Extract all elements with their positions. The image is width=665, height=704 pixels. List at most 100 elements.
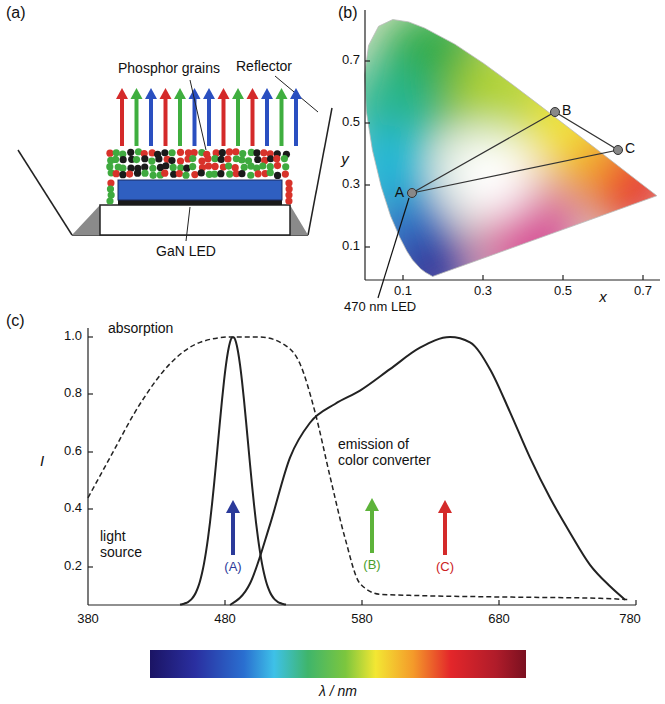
arrow-shaft: [443, 512, 447, 555]
phosphor-grain: [113, 149, 120, 156]
color-region: [454, 47, 544, 137]
arrow-head: [232, 88, 244, 99]
arrow-head: [261, 88, 273, 99]
curve-label: light source: [100, 528, 150, 560]
phosphor-grain: [254, 170, 261, 177]
phosphor-grain: [189, 155, 196, 162]
curve-label: absorption: [108, 320, 173, 336]
phosphor-grain: [218, 156, 225, 163]
phosphor-layer: [106, 148, 293, 204]
phosphor-grain: [254, 156, 261, 163]
axis-tick: 0.6: [64, 444, 82, 459]
phosphor-grain: [106, 150, 113, 157]
axis-title: I: [40, 452, 44, 469]
phosphor-grain: [106, 163, 113, 170]
axis-tick: 0.3: [474, 284, 492, 299]
phosphor-grain: [217, 170, 224, 177]
callout-label: 470 nm LED: [344, 300, 416, 315]
phosphor-grain: [141, 163, 148, 170]
phosphor-grain: [273, 155, 280, 162]
axis-tick: 0.7: [634, 284, 652, 299]
panel-label: (b): [338, 4, 358, 22]
phosphor-grain: [238, 156, 245, 163]
color-region: [446, 131, 536, 221]
part-label: GaN LED: [156, 243, 216, 259]
arrow-head: [438, 500, 452, 513]
arrow-head: [160, 88, 172, 99]
reflector-corner: [290, 205, 308, 235]
phosphor-grain: [112, 156, 119, 163]
phosphor-grain: [127, 149, 134, 156]
phosphor-grain: [259, 162, 266, 169]
arrow-head: [203, 88, 215, 99]
phosphor-grain: [198, 169, 205, 176]
spectrum-curves: [88, 337, 628, 605]
phosphor-grain: [168, 157, 175, 164]
axis-tick: 1.0: [64, 329, 82, 344]
phosphor-grain: [126, 171, 133, 178]
phosphor-grain: [226, 148, 233, 155]
phosphor-grain: [281, 155, 288, 162]
phosphor-grain: [241, 164, 248, 171]
arrow-head: [145, 88, 157, 99]
phosphor-grain: [161, 170, 168, 177]
phosphor-grain: [162, 162, 169, 169]
phosphor-grain: [224, 155, 231, 162]
phosphor-grain: [274, 162, 281, 169]
axis-tick: 580: [351, 612, 373, 627]
phosphor-grain: [282, 171, 289, 178]
arrow-shaft: [280, 98, 284, 146]
phosphor-grain: [155, 155, 162, 162]
phosphor-grain: [274, 172, 281, 179]
axis-tick: 0.5: [342, 115, 360, 130]
phosphor-grain: [119, 171, 126, 178]
phosphor-grain: [285, 197, 292, 204]
arrow-head: [226, 500, 240, 513]
light-source-curve: [180, 338, 286, 605]
axis-tick: 680: [488, 612, 510, 627]
arrow-label: (A): [224, 560, 241, 575]
arrow-head: [218, 88, 230, 99]
part-label: Phosphor grains: [118, 60, 220, 76]
point-label: B: [562, 102, 571, 118]
phosphor-grain: [267, 155, 274, 162]
phosphor-grain: [238, 170, 245, 177]
phosphor-grain: [247, 172, 254, 179]
arrow-head: [131, 88, 143, 99]
arrow-head: [290, 88, 302, 99]
arrow-shaft: [135, 98, 139, 146]
led-base: [100, 205, 290, 235]
spectrum-axes: [88, 328, 636, 605]
phosphor-grain: [120, 156, 127, 163]
arrow-shaft: [222, 98, 226, 146]
axis-tick: 0.1: [342, 239, 360, 254]
arrow-shaft: [251, 98, 255, 146]
phosphor-grain: [182, 172, 189, 179]
phosphor-grain: [161, 149, 168, 156]
leader-lines: [186, 80, 206, 241]
point-label: A: [395, 184, 404, 200]
phosphor-grain: [204, 155, 211, 162]
phosphor-grain: [253, 149, 260, 156]
axis-title: y: [341, 150, 349, 167]
phosphor-grain: [205, 162, 212, 169]
axis-tick: 0.4: [64, 501, 82, 516]
arrow-shaft: [120, 98, 124, 146]
chromaticity-diagram: [342, 7, 665, 312]
phosphor-grain: [149, 165, 156, 172]
emission-curve: [230, 337, 625, 605]
phosphor-grain: [176, 170, 183, 177]
phosphor-grain: [282, 163, 289, 170]
phosphor-grain: [170, 164, 177, 171]
arrow-head: [247, 88, 259, 99]
axis-tick: 0.1: [394, 284, 412, 299]
phosphor-grain: [191, 149, 198, 156]
curve-label: emission of color converter: [338, 436, 438, 468]
axis-tick: 0.2: [64, 559, 82, 574]
wavelength-colorbar: [150, 650, 526, 678]
gan-led: [118, 180, 282, 200]
arrow-shaft: [149, 98, 153, 146]
phosphor-grain: [177, 158, 184, 165]
phosphor-grain: [141, 155, 148, 162]
